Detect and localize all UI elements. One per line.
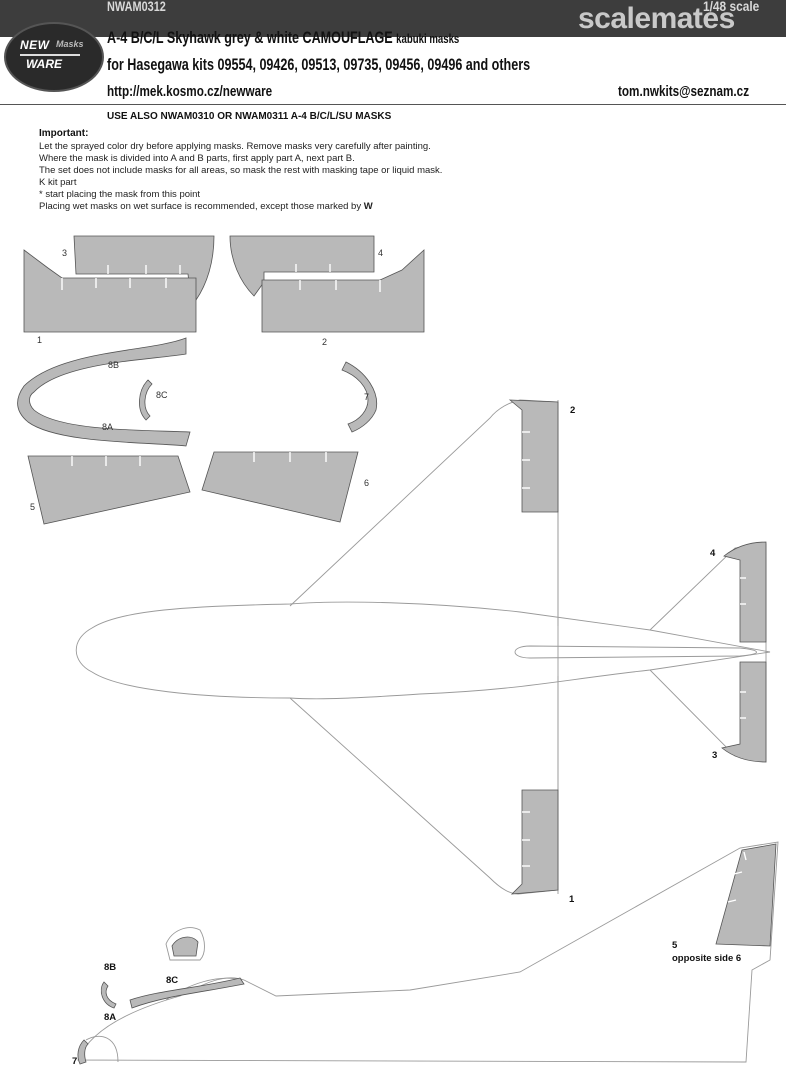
diagram-mask-8c	[165, 927, 205, 961]
instruction-line: Let the sprayed color dry before applyin…	[39, 141, 431, 152]
instruction-line: The set does not include masks for all a…	[39, 165, 443, 176]
sheet-label: 3	[62, 248, 67, 258]
diagram-mask-4	[723, 541, 767, 643]
sheet-label: 1	[37, 335, 42, 345]
aircraft-top-view: 2 4 3 1	[75, 399, 771, 905]
sheet-label: 4	[378, 248, 383, 258]
top-bar	[0, 0, 786, 37]
mask-8c	[139, 379, 153, 421]
diagram-label: 8B	[104, 962, 116, 973]
instruction-line: * start placing the mask from this point	[39, 189, 201, 200]
wet-mark: W	[363, 201, 373, 212]
diagram-label: 1	[569, 894, 575, 905]
diagram-mask-5	[715, 843, 777, 947]
mask-1	[23, 249, 197, 333]
logo-text-ware: WARE	[26, 57, 62, 71]
title-line-2: for Hasegawa kits 09554, 09426, 09513, 0…	[107, 55, 531, 74]
sheet-label: 8B	[108, 360, 119, 370]
product-code: NWAM0312	[107, 0, 166, 14]
diagram-mask-3	[721, 661, 767, 763]
sheet-label: 8A	[102, 422, 113, 432]
logo-swoosh	[20, 54, 80, 56]
sheet-label: 7	[364, 392, 369, 402]
title-small: kabuki masks	[396, 31, 460, 46]
aircraft-side-view: 5 opposite side 6 8B 8C 8A 7	[72, 841, 779, 1067]
diagram-mask-7	[77, 1039, 89, 1065]
instruction-line-wet: Placing wet masks on wet surface is reco…	[39, 201, 373, 212]
diagram-label: 7	[72, 1056, 77, 1067]
diagram-mask-8a	[129, 977, 245, 1009]
diagram-label: 8A	[104, 1012, 116, 1023]
title-main: A-4 B/C/L Skyhawk grey & white CAMOUFLAG…	[107, 28, 393, 47]
sheet-label: 6	[364, 478, 369, 488]
scale-label: 1/48 scale	[703, 0, 760, 14]
mask-5	[27, 455, 191, 525]
diagram-mask-2	[508, 399, 559, 513]
logo-text-new: NEW	[20, 38, 50, 52]
mask-6	[201, 451, 359, 523]
diagram-label: 2	[570, 405, 575, 416]
use-also-note: USE ALSO NWAM0310 OR NWAM0311 A-4 B/C/L/…	[107, 111, 392, 122]
header-divider	[0, 104, 786, 105]
mask-7	[341, 361, 378, 433]
website-url[interactable]: http://mek.kosmo.cz/newware	[107, 83, 273, 100]
opposite-side-note: opposite side 6	[672, 953, 741, 964]
instructions-heading: Important:	[39, 128, 89, 139]
mask-sheet: 3 4 1 2 8B 8C 7 8A 5 6	[17, 235, 425, 525]
sheet-label: 8C	[156, 390, 168, 400]
diagram-mask-1	[510, 789, 559, 895]
title-line-1: A-4 B/C/L Skyhawk grey & white CAMOUFLAG…	[107, 28, 459, 48]
diagram-label: 4	[710, 548, 716, 559]
sheet-label: 5	[30, 502, 35, 512]
logo-text-masks: Masks	[56, 39, 84, 49]
diagram-label: 8C	[166, 975, 178, 986]
instruction-line: Where the mask is divided into A and B p…	[39, 153, 355, 164]
newware-logo: NEW Masks WARE	[4, 22, 104, 92]
contact-email[interactable]: tom.nwkits@seznam.cz	[618, 83, 750, 100]
instruction-line: Placing wet masks on wet surface is reco…	[39, 201, 362, 212]
diagram-mask-8b	[100, 981, 117, 1009]
diagram-label: 3	[712, 750, 717, 761]
brand-watermark: scalemates	[578, 2, 735, 35]
mask-8	[17, 337, 191, 447]
instruction-line: K kit part	[39, 177, 77, 188]
diagram-label: 5	[672, 940, 678, 951]
sheet-label: 2	[322, 337, 327, 347]
mask-4	[229, 235, 375, 297]
